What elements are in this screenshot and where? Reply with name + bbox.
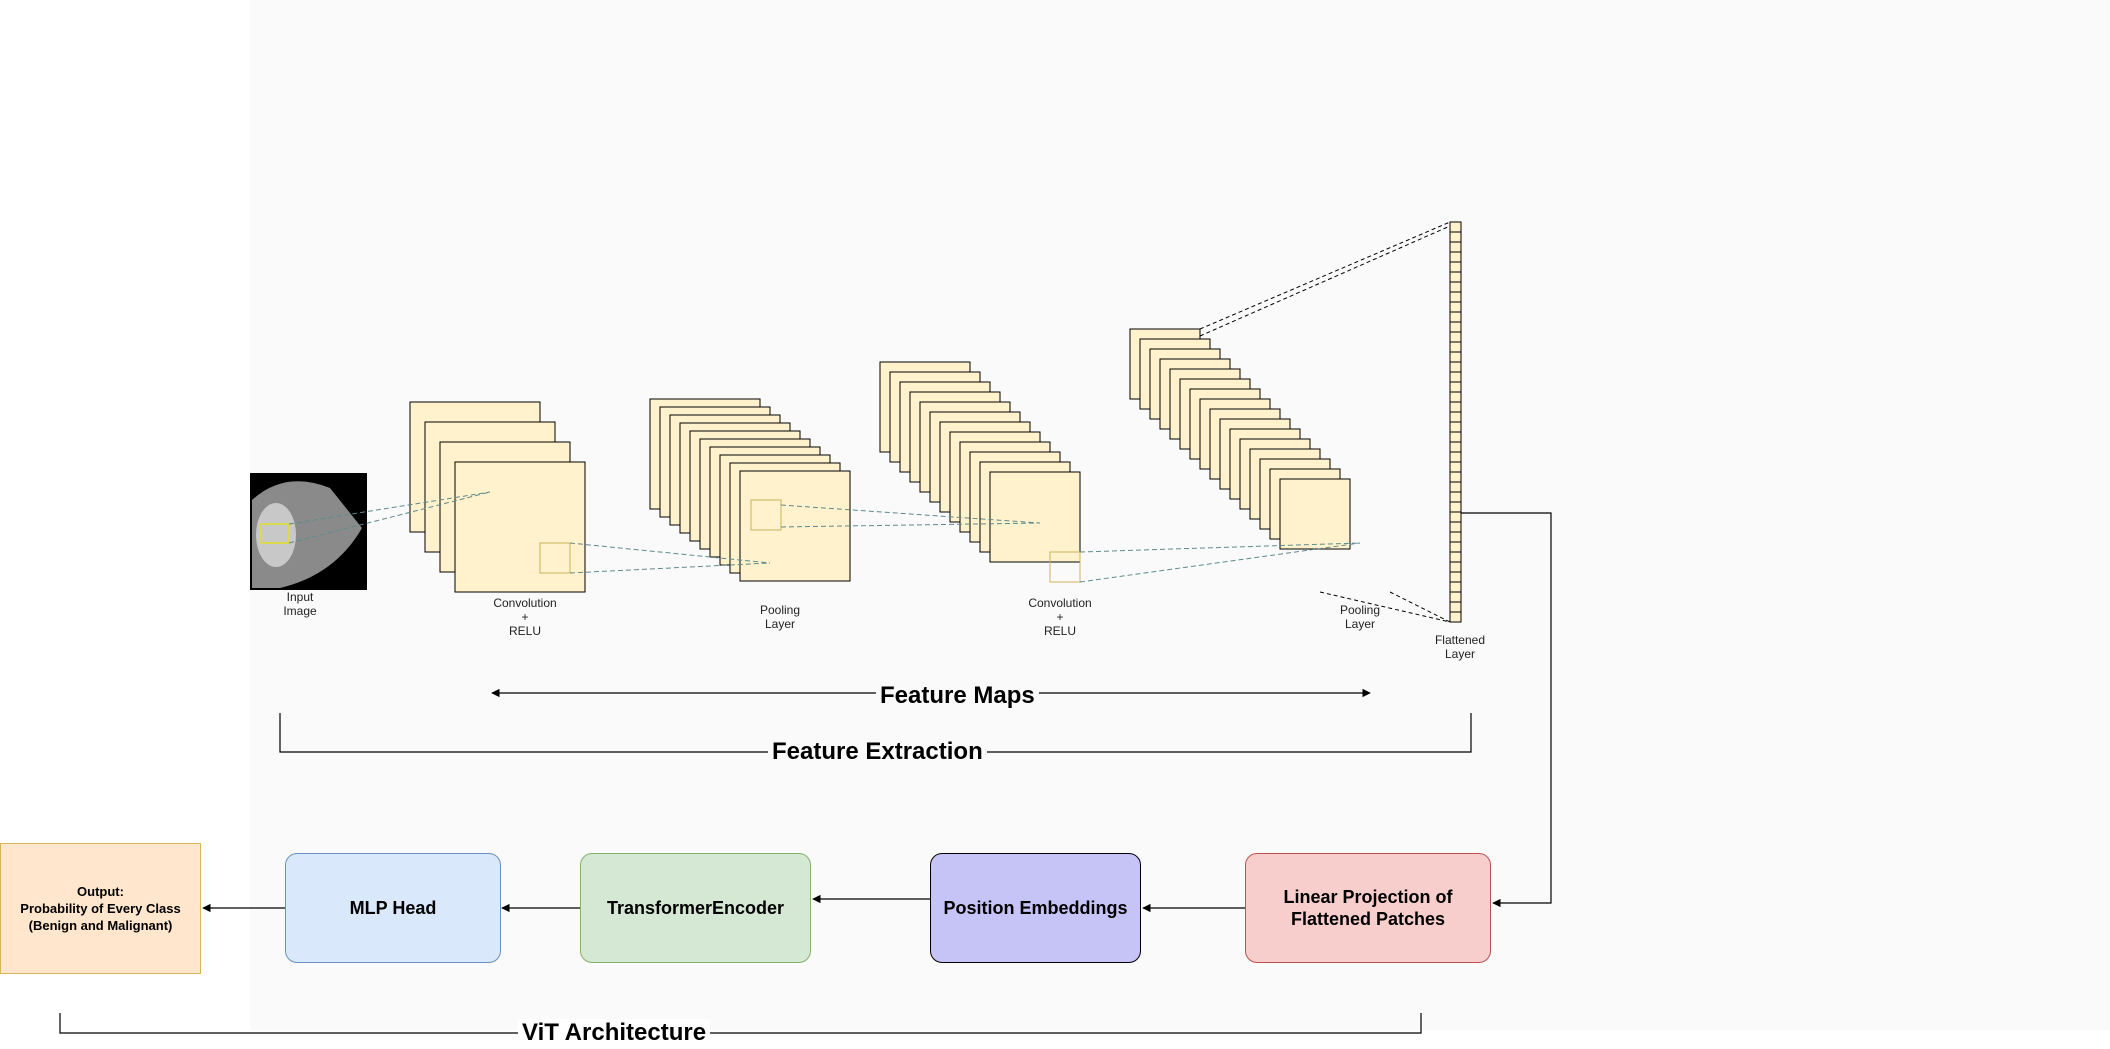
- output-box: Output: Probability of Every Class (Beni…: [0, 843, 201, 974]
- flattened-layer-label: Flattened Layer: [1434, 633, 1486, 661]
- position-embeddings-box: Position Embeddings: [930, 853, 1141, 963]
- flatten-connector: [1199, 221, 1451, 330]
- conv2-stack-map: [989, 471, 1081, 563]
- pool2-stack-map: [1279, 478, 1351, 550]
- connector-line: [288, 491, 491, 544]
- input-image-patch: [260, 523, 290, 544]
- conv1-patch: [539, 542, 571, 574]
- flatten-connector: [1199, 225, 1451, 337]
- connector-line: [569, 562, 771, 574]
- conv1-label: Convolution + RELU: [493, 596, 557, 638]
- vit-architecture-bracket: [59, 1013, 1422, 1034]
- conv2-label: Convolution + RELU: [1028, 596, 1092, 638]
- conv1-stack-map: [454, 461, 586, 593]
- connector-line: [780, 504, 1041, 524]
- connector-line: [288, 491, 491, 525]
- conv2-patch: [1049, 551, 1081, 583]
- feature-extraction-label: Feature Extraction: [768, 738, 987, 766]
- input-image-label: Input Image: [283, 590, 317, 618]
- connector-line: [1079, 542, 1361, 583]
- pool1-label: Pooling Layer: [759, 603, 801, 631]
- connector-line: [780, 522, 1041, 528]
- feature-maps-label: Feature Maps: [876, 682, 1039, 710]
- flatten-to-projection-arrow: [1461, 512, 1552, 908]
- vit-architecture-label: ViT Architecture: [518, 1019, 711, 1047]
- flatten-connector: [1319, 591, 1451, 623]
- input-image-tissue-core: [256, 503, 296, 567]
- pool2-label: Pooling Layer: [1339, 603, 1381, 631]
- connector-line: [1079, 542, 1361, 553]
- pool1-patch: [750, 499, 782, 531]
- transformer-encoder-box: TransformerEncoder: [580, 853, 811, 963]
- connector-line: [569, 542, 771, 564]
- mlp-head-box: MLP Head: [285, 853, 501, 963]
- linear-projection-box: Linear Projection of Flattened Patches: [1245, 853, 1491, 963]
